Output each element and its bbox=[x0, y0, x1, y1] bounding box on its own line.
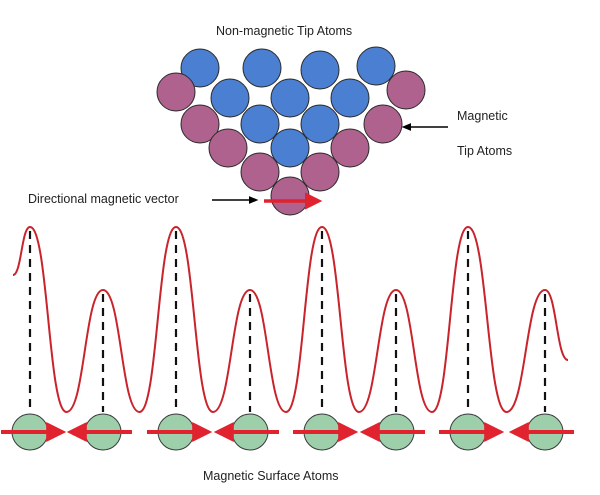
nonmagnetic-tip-atom bbox=[240, 104, 280, 144]
surface-atom-row bbox=[1, 413, 574, 451]
nonmagnetic-tip-atom bbox=[270, 78, 310, 118]
nonmagnetic-tip-atom bbox=[356, 46, 396, 86]
nonmagnetic-tip-atom bbox=[300, 50, 340, 90]
nonmagnetic-tip-atom bbox=[270, 128, 310, 168]
magnetic-tip-atom bbox=[156, 72, 196, 112]
tip-atom-cluster bbox=[156, 46, 426, 216]
magnetic-tip-atoms-label-line1: Magnetic bbox=[457, 109, 508, 123]
nonmagnetic-tip-atom bbox=[210, 78, 250, 118]
magnetic-tip-atom bbox=[363, 104, 403, 144]
nonmagnetic-tip-atom bbox=[242, 48, 282, 88]
magnetic-surface-atoms-label: Magnetic Surface Atoms bbox=[203, 469, 339, 483]
magnetic-tip-atom bbox=[180, 104, 220, 144]
directional-vector-label: Directional magnetic vector bbox=[28, 192, 179, 206]
magnetic-tip-atom bbox=[330, 128, 370, 168]
dashed-lines-group bbox=[28, 231, 547, 412]
magnetic-tip-atom bbox=[386, 70, 426, 110]
magnetic-tip-atoms-label-line2: Tip Atoms bbox=[457, 144, 513, 158]
signal-curve bbox=[12, 225, 569, 414]
magnetic-tip-atom bbox=[270, 176, 310, 216]
nonmagnetic-tip-atom bbox=[330, 78, 370, 118]
nonmagnetic-tip-atom bbox=[180, 48, 220, 88]
magnetic-tip-atom bbox=[208, 128, 248, 168]
nonmagnetic-tip-atom bbox=[300, 104, 340, 144]
nonmagnetic-tip-atoms-label: Non-magnetic Tip Atoms bbox=[216, 24, 353, 38]
magnetic-tip-atom bbox=[240, 152, 280, 192]
signal-curve-group bbox=[12, 225, 569, 414]
magnetic-tip-atom bbox=[300, 152, 340, 192]
pointer-arrows bbox=[212, 123, 448, 204]
